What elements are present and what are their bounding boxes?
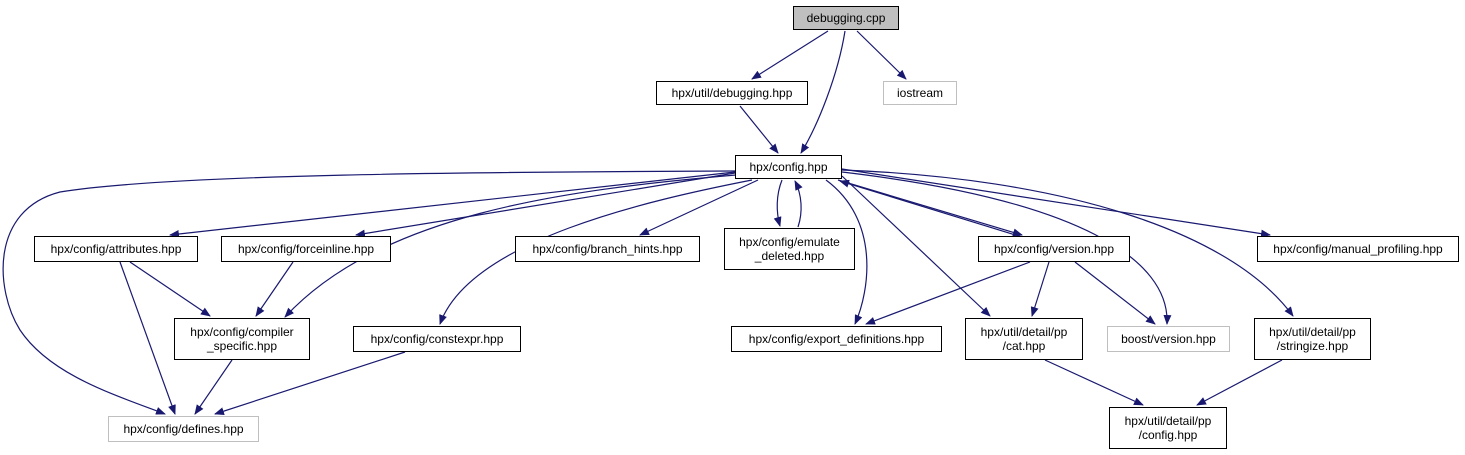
- edge-constexpr-defines: [214, 351, 406, 416]
- edge-pp-cat-pp-config: [1044, 359, 1144, 406]
- edge-config-export-definitions: [825, 179, 868, 325]
- edge-config-defines: [2, 170, 736, 415]
- node-version-hpp[interactable]: hpx/config/version.hpp: [978, 236, 1130, 262]
- edge-cpp-iostream: [856, 30, 907, 80]
- edge-cpp-util-debugging: [751, 30, 829, 80]
- node-export-definitions-hpp[interactable]: hpx/config/export_definitions.hpp: [731, 326, 942, 352]
- node-branch-hints-hpp[interactable]: hpx/config/branch_hints.hpp: [515, 236, 700, 262]
- edge-config-pp-cat: [841, 175, 991, 317]
- edge-version-pp-cat: [1030, 261, 1050, 317]
- edge-config-emulate-deleted: [773, 179, 783, 227]
- edge-forceinline-compiler-specific: [255, 261, 294, 317]
- node-compiler-specific-hpp[interactable]: hpx/config/compiler _specific.hpp: [174, 318, 310, 360]
- edge-util-debugging-config: [739, 105, 779, 154]
- node-defines-hpp[interactable]: hpx/config/defines.hpp: [108, 416, 259, 442]
- node-pp-stringize-hpp[interactable]: hpx/util/detail/pp /stringize.hpp: [1254, 318, 1371, 360]
- edge-version-export-definitions: [865, 261, 1031, 325]
- edge-config-branch-hints: [639, 179, 759, 236]
- node-manual-profiling-hpp[interactable]: hpx/config/manual_profiling.hpp: [1257, 236, 1459, 262]
- edge-config-attributes: [169, 171, 736, 238]
- node-util-debugging-hpp[interactable]: hpx/util/debugging.hpp: [656, 81, 808, 105]
- node-debugging-cpp[interactable]: debugging.cpp: [793, 6, 899, 30]
- node-emulate-deleted-hpp[interactable]: hpx/config/emulate _deleted.hpp: [724, 228, 855, 270]
- node-boost-version-hpp[interactable]: boost/version.hpp: [1107, 326, 1230, 352]
- edge-config-compiler-specific: [284, 174, 737, 318]
- edge-pp-stringize-pp-config: [1196, 359, 1283, 406]
- edge-config-constexpr: [439, 179, 753, 325]
- edge-config-boost-version: [841, 171, 1172, 325]
- edge-version-config: [839, 179, 1023, 238]
- edge-compiler-specific-defines: [194, 359, 233, 415]
- node-config-hpp[interactable]: hpx/config.hpp: [735, 155, 842, 179]
- node-iostream[interactable]: iostream: [883, 81, 957, 105]
- node-attributes-hpp[interactable]: hpx/config/attributes.hpp: [34, 236, 198, 262]
- edge-emulate-deleted-config: [794, 180, 803, 228]
- edge-attributes-defines: [119, 261, 176, 415]
- edge-attributes-compiler-specific: [129, 261, 211, 317]
- edge-config-manual-profiling: [841, 168, 1271, 238]
- edge-version-boost-version: [1074, 261, 1156, 325]
- node-forceinline-hpp[interactable]: hpx/config/forceinline.hpp: [221, 236, 391, 262]
- node-constexpr-hpp[interactable]: hpx/config/constexpr.hpp: [353, 326, 521, 352]
- node-pp-config-hpp[interactable]: hpx/util/detail/pp /config.hpp: [1109, 407, 1227, 449]
- node-pp-cat-hpp[interactable]: hpx/util/detail/pp /cat.hpp: [965, 318, 1083, 360]
- edge-cpp-config: [800, 30, 846, 154]
- edge-config-version: [837, 179, 1023, 237]
- edge-config-pp-stringize: [841, 169, 1294, 317]
- edge-config-forceinline: [355, 172, 736, 238]
